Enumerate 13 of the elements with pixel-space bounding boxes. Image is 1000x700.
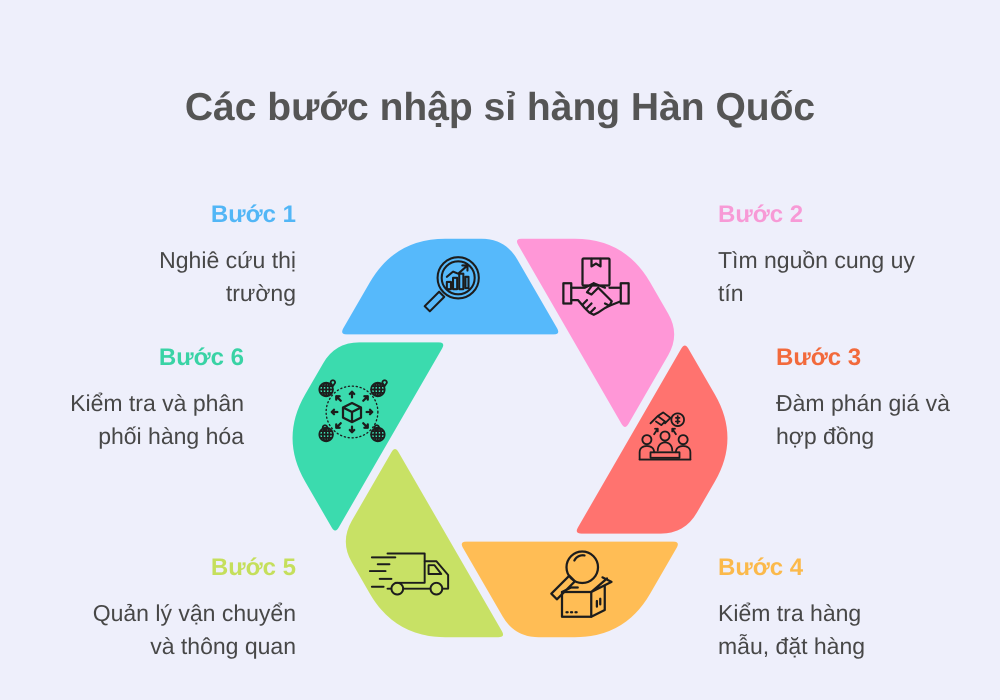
step-description: Đàm phán giá và hợp đồng — [776, 388, 951, 451]
step-heading: Bước 5 — [210, 553, 296, 583]
step-heading: Bước 1 — [210, 200, 296, 230]
step-heading: Bước 6 — [158, 343, 244, 373]
step-description: Nghiê cứu thị trường — [158, 246, 296, 308]
step-description: Kiểm tra và phân phối hàng hóa — [69, 388, 244, 451]
step-heading: Bước 4 — [718, 553, 804, 583]
step-description: Kiểm tra hàng mẫu, đặt hàng — [718, 598, 866, 661]
step-heading: Bước 2 — [718, 200, 804, 230]
step-description: Tìm nguồn cung uy tín — [718, 246, 916, 308]
diagram-title: Các bước nhập sỉ hàng Hàn Quốc — [184, 85, 816, 131]
step-heading: Bước 3 — [776, 343, 862, 373]
step-description: Quản lý vận chuyển và thông quan — [92, 598, 296, 661]
